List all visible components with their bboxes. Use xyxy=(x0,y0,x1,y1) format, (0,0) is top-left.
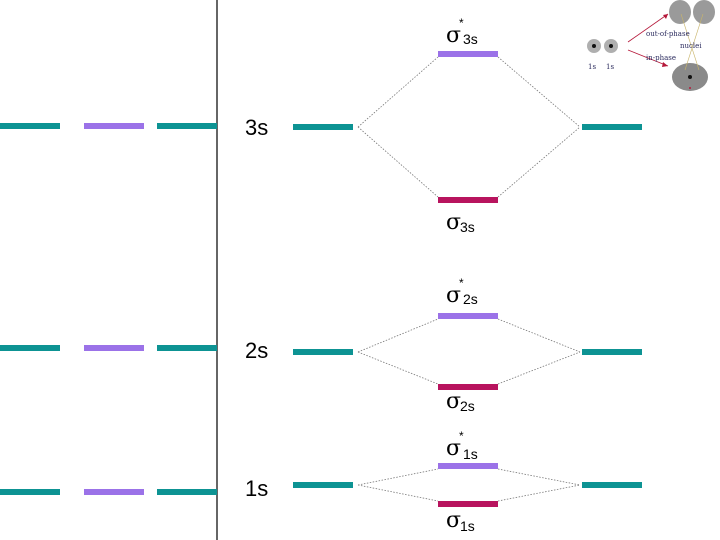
left-level-1s xyxy=(0,489,217,495)
subscript: 3s xyxy=(460,219,475,235)
subscript: 3s xyxy=(463,31,478,47)
connector-3s-left-down xyxy=(358,127,438,197)
atomic-orbital-left-3s xyxy=(293,124,353,130)
antibonding-orbital-1s xyxy=(438,463,498,469)
connector-1s-right-down xyxy=(498,485,580,501)
inset-out-of-phase-label: out-of-phase xyxy=(646,30,690,38)
atom-1s-left-core-icon xyxy=(592,44,596,48)
left-level-2s-bar-a xyxy=(0,345,60,351)
left-level-1s-bar-b xyxy=(84,489,144,495)
atomic-orbital-right-2s xyxy=(582,349,642,355)
left-level-1s-bar-c xyxy=(157,489,217,495)
connector-2s-left-up xyxy=(358,319,438,352)
subscript: 2s xyxy=(460,398,475,414)
left-level-2s-bar-c xyxy=(157,345,217,351)
inset-right-atom-label: 1s xyxy=(606,63,614,71)
inset-marker-dot-icon xyxy=(689,87,691,89)
bonding-orbital-1s xyxy=(438,501,498,507)
star-mark: * xyxy=(459,16,464,30)
mo-group-2s xyxy=(293,313,642,390)
bonding-orbital-3s xyxy=(438,197,498,203)
left-level-3s-bar-b xyxy=(84,123,144,129)
level-label-2s: 2s xyxy=(245,338,268,363)
left-level-3s-bar-a xyxy=(0,123,60,129)
connector-1s-left-down xyxy=(358,485,438,501)
connector-3s-right-down xyxy=(498,127,580,197)
connector-2s-right-down xyxy=(498,352,580,384)
left-level-3s xyxy=(0,123,217,129)
connector-3s-left-up xyxy=(358,57,438,127)
atomic-orbital-right-3s xyxy=(582,124,642,130)
sigma-symbol: σ xyxy=(446,508,461,533)
left-level-2s-bar-b xyxy=(84,345,144,351)
connector-1s-left-up xyxy=(358,469,438,485)
connector-1s-right-up xyxy=(498,469,580,485)
star-mark: * xyxy=(459,429,464,443)
out-of-phase-lobe-left-icon xyxy=(669,0,691,24)
left-level-1s-bar-a xyxy=(0,489,60,495)
in-phase-core-icon xyxy=(688,75,692,79)
subscript: 1s xyxy=(460,518,475,534)
mo-group-1s xyxy=(293,463,642,507)
connector-3s-right-up xyxy=(498,57,580,127)
star-mark: * xyxy=(459,276,464,290)
sigma-symbol: σ xyxy=(446,210,461,235)
sigma-symbol: σ xyxy=(446,389,461,414)
out-of-phase-lobe-right-icon xyxy=(693,0,715,24)
inset-arrowhead-down-icon xyxy=(662,62,668,67)
antibonding-orbital-2s xyxy=(438,313,498,319)
inset-nuclei-label: nuclei xyxy=(680,42,702,50)
label-sigma-1s: σ xyxy=(446,508,461,533)
level-label-3s: 3s xyxy=(245,115,268,140)
left-level-3s-bar-c xyxy=(157,123,217,129)
inset-orbital-sketch: 1s 1s out-of-phase nuclei in-phase xyxy=(587,0,715,91)
antibonding-orbital-3s xyxy=(438,51,498,57)
atom-1s-right-core-icon xyxy=(609,44,613,48)
label-sigma-3s: σ xyxy=(446,210,461,235)
connector-2s-left-down xyxy=(358,352,438,384)
atomic-orbital-left-1s xyxy=(293,482,353,488)
inset-left-atom-label: 1s xyxy=(588,63,596,71)
inset-in-phase-label: in-phase xyxy=(646,54,676,62)
atomic-orbital-right-1s xyxy=(582,482,642,488)
mo-group-3s xyxy=(293,51,642,203)
subscript: 1s xyxy=(463,446,478,462)
subscript: 2s xyxy=(463,291,478,307)
label-sigma-2s: σ xyxy=(446,389,461,414)
level-label-1s: 1s xyxy=(245,476,268,501)
left-level-2s xyxy=(0,345,217,351)
atomic-orbital-left-2s xyxy=(293,349,353,355)
connector-2s-right-up xyxy=(498,319,580,352)
